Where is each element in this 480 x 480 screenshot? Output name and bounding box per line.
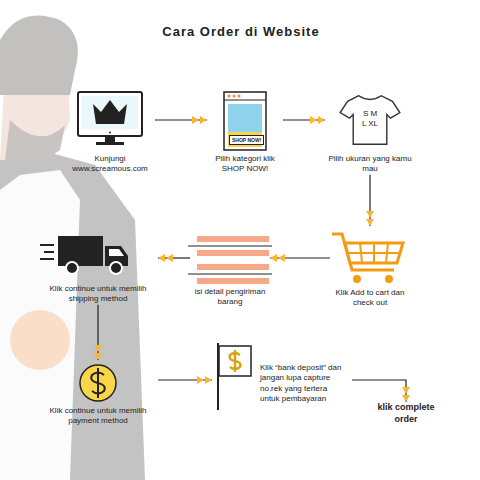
flow-line — [155, 119, 207, 120]
monitor-icon-part — [109, 132, 111, 134]
step-box: Klik “bank deposit” dan jangan lupa capt… — [212, 345, 352, 405]
truck-icon-part — [40, 244, 54, 246]
step-caption: Pilih kategori klik SHOP NOW! — [207, 154, 283, 175]
arrow-head — [192, 116, 199, 124]
step-box: Klik Add to cart dan check out — [330, 226, 410, 309]
arrow-head — [402, 395, 410, 402]
cart-icon-part — [348, 252, 400, 254]
arrow-head — [366, 211, 374, 218]
model-photo-part — [0, 170, 80, 480]
flow-line — [352, 380, 406, 402]
truck-icon-part — [110, 262, 122, 274]
arrow-head — [270, 254, 277, 262]
step-caption: Klik Add to cart dan check out — [330, 288, 410, 309]
step-box: Pilih ukuran yang kamu mau S M L XL — [325, 88, 415, 175]
truck-icon-part — [66, 262, 78, 274]
browser-icon-part — [228, 104, 262, 132]
arrow-head — [197, 376, 204, 384]
arrow-head — [310, 116, 317, 124]
step-caption: Pilih ukuran yang kamu mau — [325, 154, 415, 175]
arrow-head — [402, 387, 410, 394]
browser-icon-part — [224, 92, 266, 150]
step-caption: isi detail pengiriman barang — [190, 287, 270, 308]
form-icon — [188, 236, 272, 284]
flow-arrow — [283, 116, 325, 124]
truck-icon-part — [40, 258, 54, 260]
diagram-title: Cara Order di Website — [120, 24, 362, 41]
truck-icon-part — [44, 251, 54, 253]
flag-icon-part — [219, 346, 251, 376]
flow-arrow — [352, 380, 410, 402]
monitor-icon-part — [93, 100, 127, 124]
monitor-icon-part — [82, 96, 138, 129]
step-caption: Kunjungi www.screamous.com — [65, 154, 155, 175]
arrow-head — [94, 345, 102, 352]
arrow-head — [94, 353, 102, 360]
form-icon-part — [197, 250, 269, 256]
cart-icon-part — [345, 243, 403, 263]
model-photo-part — [0, 150, 145, 480]
flow-arrow — [158, 376, 212, 384]
model-photo-part — [10, 310, 70, 370]
form-icon-part — [197, 278, 269, 284]
arrow-head — [166, 254, 173, 262]
truck-icon — [40, 236, 128, 274]
arrow-head — [205, 376, 212, 384]
coin-icon-part — [80, 365, 116, 401]
browser-icon — [224, 92, 266, 150]
flow-arrow — [158, 254, 190, 262]
shop-now-button: SHOP NOW! — [229, 135, 264, 145]
step-caption: klik complete order — [370, 402, 442, 425]
cart-icon-part — [385, 275, 393, 283]
coin-icon-part — [91, 368, 105, 398]
step-box: Klik continue untuk memilih payment meth… — [38, 360, 158, 427]
form-icon-part — [188, 246, 272, 247]
arrow-head — [158, 254, 165, 262]
truck-icon-part — [109, 249, 124, 256]
arrow-head — [366, 219, 374, 226]
monitor-icon — [78, 92, 142, 145]
monitor-icon-part — [78, 92, 142, 136]
step-box: Klik continue untuk memilih shipping met… — [38, 232, 158, 305]
flow-arrow — [270, 254, 330, 262]
step-box: klik complete order — [370, 402, 442, 425]
browser-icon-part — [238, 95, 241, 98]
form-icon-part — [188, 274, 272, 275]
monitor-icon-part — [105, 136, 115, 142]
browser-icon-part — [224, 100, 266, 101]
monitor-icon-part — [96, 142, 124, 145]
truck-icon-part — [58, 236, 103, 266]
size-text: S M L XL — [361, 109, 380, 128]
coin-icon — [80, 365, 116, 401]
arrow-head — [278, 254, 285, 262]
button-text: SHOP NOW! — [232, 137, 261, 143]
step-box: isi detail pengiriman barang — [190, 232, 270, 308]
step-caption: Klik continue untuk memilih shipping met… — [38, 284, 158, 305]
size-shirt: S M L XL — [338, 92, 402, 148]
flow-arrow — [155, 116, 207, 124]
step-caption: Klik “bank deposit” dan jangan lupa capt… — [260, 363, 346, 405]
cart-icon-part — [353, 275, 361, 283]
step-box: Pilih kategori klik SHOP NOW! SHOP NOW! — [207, 88, 283, 175]
flag-icon-part — [230, 350, 241, 372]
arrow-head — [318, 116, 325, 124]
browser-icon-part — [228, 95, 231, 98]
browser-icon-part — [233, 95, 236, 98]
flow-arrow — [94, 305, 102, 360]
step-box: Kunjungi www.screamous.com — [65, 88, 155, 175]
shirt-shape — [340, 96, 400, 145]
form-icon-part — [197, 236, 269, 242]
arrow-head — [200, 116, 207, 124]
flow-arrow — [366, 175, 374, 226]
step-caption: Klik continue untuk memilih payment meth… — [38, 406, 158, 427]
cart-icon — [332, 234, 403, 283]
model-photo-part — [5, 120, 65, 163]
form-icon-part — [197, 264, 269, 270]
flag-icon — [218, 343, 251, 410]
flow-line — [369, 175, 370, 226]
model-photo-part — [0, 16, 78, 96]
